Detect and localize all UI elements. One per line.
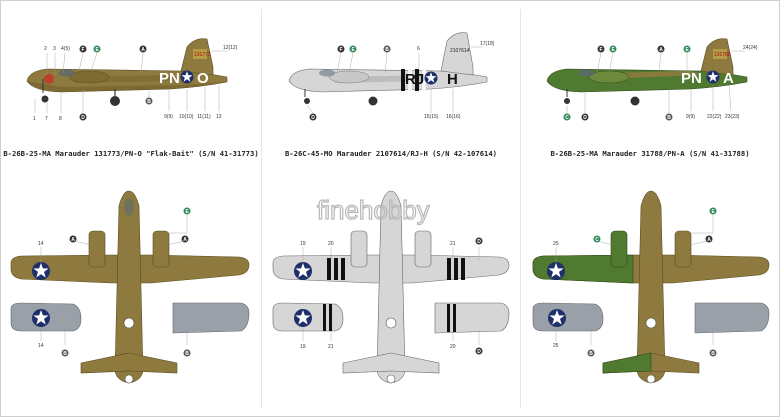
svg-text:B: B [147, 99, 151, 105]
tail-number: 2107614 [450, 48, 470, 54]
plan-callouts [40, 215, 188, 345]
plan-view-top [272, 190, 510, 384]
tail-number: 131773 [194, 52, 211, 58]
plan-view-top [532, 190, 770, 384]
svg-text:E: E [96, 47, 100, 53]
svg-text:4(5): 4(5) [61, 46, 70, 52]
svg-text:F: F [82, 47, 85, 53]
plan-callout-labels: 19 20 21 D D 19 21 20 [300, 237, 483, 355]
svg-text:D: D [311, 115, 315, 121]
callout-leaders [566, 50, 745, 113]
plan-view-bottom [10, 302, 250, 384]
fuselage-code: RJ [405, 71, 424, 88]
aircraft-caption: B-26B-25-MA Marauder 31788/PN-A (S/N 41-… [550, 149, 750, 158]
svg-text:25: 25 [553, 241, 559, 247]
svg-text:21: 21 [450, 241, 456, 247]
plan-callouts [555, 215, 714, 345]
svg-text:14: 14 [38, 343, 44, 349]
svg-text:B: B [667, 115, 671, 121]
svg-text:13: 13 [216, 114, 222, 120]
aircraft-caption: B-26B-25-MA Marauder 131773/PN-O "Flak-B… [3, 149, 259, 158]
watermark: finehobby [317, 195, 430, 225]
svg-text:A: A [71, 237, 75, 243]
aircraft-letter: H [447, 71, 458, 88]
svg-text:D: D [583, 115, 587, 121]
plan-view-top [10, 190, 250, 384]
aircraft-letter: A [723, 70, 734, 87]
svg-text:22(22): 22(22) [707, 114, 722, 120]
svg-text:B: B [385, 47, 389, 53]
svg-text:6: 6 [417, 46, 420, 52]
svg-text:3: 3 [53, 46, 56, 52]
callout-leaders [306, 46, 483, 114]
svg-text:E: E [712, 209, 716, 215]
svg-text:A: A [141, 47, 145, 53]
svg-text:A: A [659, 47, 663, 53]
svg-text:B: B [63, 351, 67, 357]
svg-text:11(11): 11(11) [197, 114, 211, 120]
svg-text:F: F [340, 47, 343, 53]
svg-text:15(15): 15(15) [424, 114, 439, 120]
svg-text:23(23): 23(23) [725, 114, 740, 120]
fuselage-code: PN [159, 70, 180, 87]
plan-callout-labels: E A A 14 14 B B [38, 207, 191, 357]
svg-text:F: F [600, 47, 603, 53]
svg-text:D: D [81, 115, 85, 121]
tail-number: 131788 [714, 52, 731, 58]
callout-labels: F E A E 24(24) C D B 9(9) 22(22) 23(23) [563, 45, 758, 121]
svg-text:7: 7 [45, 116, 48, 122]
svg-text:25: 25 [553, 343, 559, 349]
svg-text:A: A [183, 237, 187, 243]
svg-text:20: 20 [328, 241, 334, 247]
profile-side-view: RJ H 2107614 [288, 32, 488, 106]
svg-text:17(18): 17(18) [480, 41, 495, 47]
plan-callout-labels: E C A 25 25 B B [553, 207, 717, 357]
svg-text:19: 19 [300, 241, 306, 247]
plan-view-bottom [532, 302, 770, 384]
callout-labels: F E B 6 17(18) D 15(15) 16(16) [309, 41, 495, 121]
svg-text:21: 21 [328, 344, 334, 350]
svg-text:D: D [477, 239, 481, 245]
svg-text:1: 1 [33, 116, 36, 122]
svg-text:19: 19 [300, 344, 306, 350]
callout-labels: 2 3 4(5) F E A B 12(12) 1 7 8 D 9(9) 10(… [33, 45, 238, 122]
svg-text:C: C [565, 115, 569, 121]
svg-text:9(9): 9(9) [686, 114, 695, 120]
fuselage-code: PN [681, 70, 702, 87]
svg-text:24(24): 24(24) [743, 45, 758, 51]
svg-text:14: 14 [38, 241, 44, 247]
svg-text:C: C [595, 237, 599, 243]
svg-text:E: E [186, 209, 190, 215]
callout-leaders [34, 50, 227, 113]
svg-text:20: 20 [450, 344, 456, 350]
svg-text:E: E [352, 47, 356, 53]
aircraft-caption: B-26C-45-MO Marauder 2107614/RJ-H (S/N 4… [284, 149, 498, 158]
divider [261, 9, 262, 408]
profile-side-view: PN A 131788 [546, 38, 748, 106]
svg-text:B: B [185, 351, 189, 357]
svg-text:B: B [711, 351, 715, 357]
svg-text:B: B [589, 351, 593, 357]
aircraft-letter: O [197, 70, 209, 87]
plan-callouts [302, 247, 480, 345]
svg-text:E: E [612, 47, 616, 53]
svg-text:2: 2 [44, 46, 47, 52]
profile-side-view: PN O 131773 [26, 38, 228, 106]
divider [520, 9, 521, 408]
svg-text:A: A [707, 237, 711, 243]
svg-text:9(9): 9(9) [164, 114, 173, 120]
svg-text:D: D [477, 349, 481, 355]
svg-text:16(16): 16(16) [446, 114, 461, 120]
svg-text:8: 8 [59, 116, 62, 122]
plan-view-bottom [272, 302, 510, 384]
svg-text:12(12): 12(12) [223, 45, 238, 51]
svg-text:10(10): 10(10) [179, 114, 194, 120]
svg-text:E: E [686, 47, 690, 53]
